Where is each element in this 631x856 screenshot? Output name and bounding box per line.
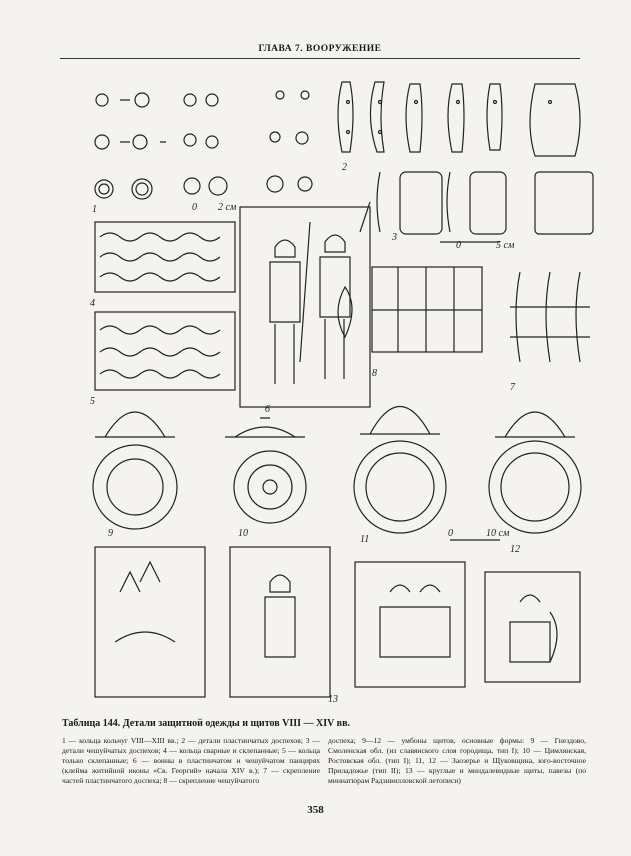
scale-label-1: 2 см: [218, 202, 237, 213]
legend-left-column: 1 — кольца кольчуг VIII—XIII вв.; 2 — де…: [62, 736, 320, 785]
shield-boss-profiles: [95, 406, 575, 438]
plate-illustration: 1 2 3 4 5 6 7 8 9 10 11 12 13 0 2 см 0 5…: [90, 81, 594, 705]
scale-zero-11: 0: [448, 528, 453, 539]
label-3: 3: [391, 232, 397, 243]
chainmail-rings-figure: [94, 90, 313, 200]
shield-miniatures-figure: [94, 546, 581, 698]
scale-label-3: 5 см: [496, 240, 515, 251]
warriors-figure: [239, 201, 371, 408]
label-13: 13: [328, 694, 338, 705]
lamellar-plates-figure: [337, 81, 581, 157]
page-number: 358: [307, 804, 324, 816]
label-10: 10: [238, 528, 248, 539]
scale-label-11: 10 см: [486, 528, 510, 539]
legend-right-column: доспеха; 9—12 — умбоны щитов, основные ф…: [328, 736, 586, 785]
label-11: 11: [360, 534, 369, 545]
label-9: 9: [108, 528, 113, 539]
scale-plates-figure: [376, 171, 594, 243]
label-5: 5: [90, 396, 95, 407]
shield-boss-tops: [92, 440, 582, 541]
label-12: 12: [510, 544, 520, 555]
scale-zero-3: 0: [456, 240, 461, 251]
label-7: 7: [510, 382, 516, 393]
plate-assembly-figure: [371, 266, 590, 363]
scale-zero-1: 0: [192, 202, 197, 213]
label-6: 6: [265, 404, 270, 415]
label-8: 8: [372, 368, 377, 379]
running-header: ГЛАВА 7. ВООРУЖЕНИЕ: [60, 44, 580, 59]
label-2: 2: [342, 162, 347, 173]
label-1: 1: [92, 204, 97, 215]
label-4: 4: [90, 298, 95, 309]
figure-legend: 1 — кольца кольчуг VIII—XIII вв.; 2 — де…: [62, 736, 586, 806]
table-caption: Таблица 144. Детали защитной одежды и щи…: [62, 718, 350, 729]
chainmail-texture-figure: [94, 221, 236, 391]
